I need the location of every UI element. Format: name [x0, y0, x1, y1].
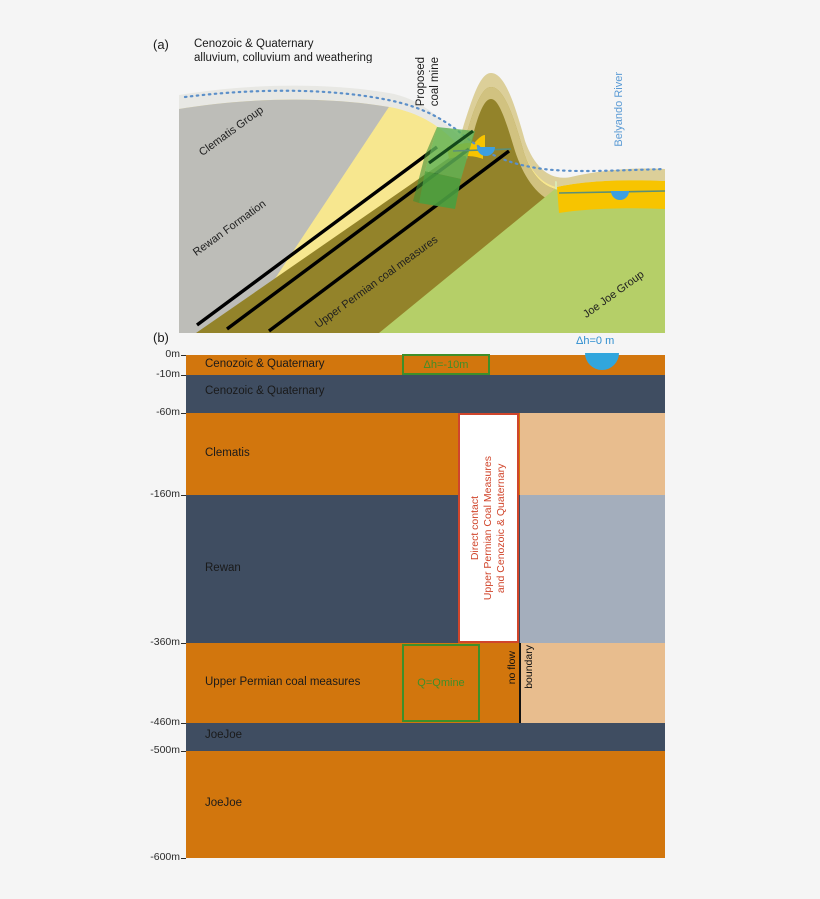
- label-proposed-coal-mine: Proposed coal mine: [415, 57, 441, 107]
- layer-label-clematis: Clematis: [205, 447, 250, 459]
- tickmark--160m: [181, 495, 186, 496]
- coal-seam-line: [195, 145, 439, 327]
- ytick--460m: -460m: [150, 716, 180, 728]
- q-mine-label: Q=Qmine: [417, 677, 465, 689]
- direct-contact-label: Direct contact Upper Permian Coal Measur…: [469, 455, 507, 601]
- direct-contact-box: Direct contact Upper Permian Coal Measur…: [458, 413, 519, 643]
- panel-b-model-grid: Cenozoic & Quaternary Cenozoic & Quatern…: [150, 335, 665, 863]
- panel-b-letter: (b): [153, 330, 169, 345]
- boundary-text: boundary: [523, 645, 535, 689]
- ytick-0m: 0m: [165, 348, 180, 360]
- tickmark-0m: [181, 355, 186, 356]
- panel-a-header-note: Cenozoic & Quaternary alluvium, colluviu…: [194, 38, 373, 64]
- tickmark--360m: [181, 643, 186, 644]
- joe-joe-group-unit: [379, 189, 665, 333]
- river-marker-left: [477, 147, 495, 156]
- layer-label-cenozoic-top: Cenozoic & Quaternary: [205, 358, 325, 370]
- layer-label-coal-measures: Upper Permian coal measures: [205, 676, 361, 688]
- no-flow-text: no flow: [506, 651, 518, 685]
- layer-joejoe-lower: [186, 751, 665, 858]
- dh-mine-box: Δh=-10m: [402, 354, 490, 375]
- coal-measures-weathered-cap: [462, 87, 555, 203]
- layer-cenozoic-quaternary-lower: [186, 375, 665, 413]
- right-column-rewan-pale: [520, 495, 665, 643]
- ytick--360m: -360m: [150, 636, 180, 648]
- ytick--500m: -500m: [150, 744, 180, 756]
- right-column-clematis-pale: [520, 413, 665, 495]
- q-mine-box: Q=Qmine: [402, 644, 480, 722]
- right-column-coal-pale: [520, 643, 665, 723]
- clematis-group-unit: [179, 99, 389, 333]
- tickmark--460m: [181, 723, 186, 724]
- coal-seam-line: [267, 149, 511, 333]
- water-table-line: [183, 89, 665, 173]
- no-flow-boundary-line: [519, 643, 521, 723]
- ytick--10m: -10m: [156, 368, 180, 380]
- ytick--60m: -60m: [156, 406, 180, 418]
- layer-label-joejoe-upper: JoeJoe: [205, 729, 243, 741]
- proposed-coal-mine-prism: [413, 127, 475, 209]
- cross-section-svg: [179, 63, 665, 333]
- layer-cenozoic-quaternary-top: [186, 355, 665, 375]
- tickmark--60m: [181, 413, 186, 414]
- layer-joejoe-upper: [186, 723, 665, 751]
- layer-label-cenozoic-lower: Cenozoic & Quaternary: [205, 385, 325, 397]
- tickmark--500m: [181, 751, 186, 752]
- river-marker-right: [611, 191, 629, 200]
- ytick--600m: -600m: [150, 851, 180, 863]
- tickmark--10m: [181, 375, 186, 376]
- tickmark--600m: [181, 858, 186, 859]
- dh-river-label: Δh=0 m: [576, 335, 615, 347]
- panel-a-cross-section: Clematis Group Rewan Formation Upper Per…: [179, 63, 665, 333]
- ytick--160m: -160m: [150, 488, 180, 500]
- dh-mine-label: Δh=-10m: [423, 358, 469, 371]
- label-belyando-river: Belyando River: [613, 72, 625, 147]
- alluvium-basin-right: [557, 180, 665, 213]
- layer-label-joejoe-lower: JoeJoe: [205, 797, 243, 809]
- panel-a-letter: (a): [153, 37, 169, 52]
- river-boundary-marker: [585, 353, 619, 370]
- layer-label-rewan: Rewan: [205, 562, 241, 574]
